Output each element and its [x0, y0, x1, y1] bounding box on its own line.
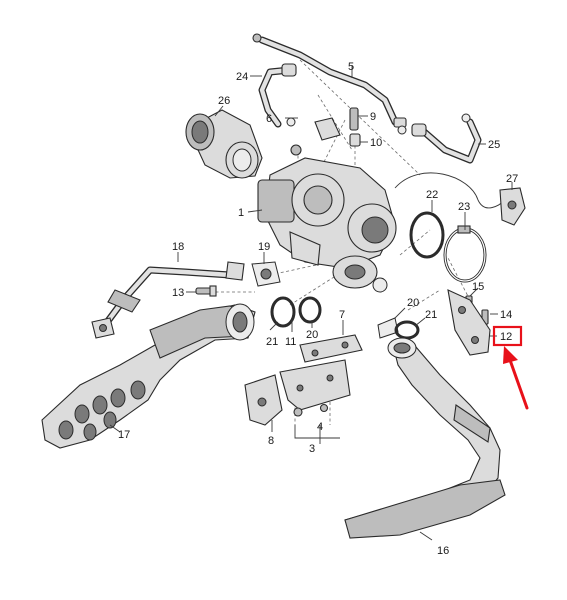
label-8: 8	[268, 435, 274, 447]
label-16: 16	[437, 545, 449, 557]
label-21-right: 21	[425, 309, 437, 321]
coolant-pipe	[411, 113, 482, 164]
small-fittings	[290, 107, 361, 156]
label-27: 27	[506, 173, 518, 185]
highlight-arrow-head	[503, 346, 518, 364]
label-13: 13	[172, 287, 184, 299]
seal-20-left	[298, 296, 322, 324]
oil-return-pipe	[258, 63, 297, 128]
support-bracket	[244, 359, 351, 426]
clamp-21-left	[270, 296, 296, 328]
clamp-21-right	[394, 320, 420, 340]
label-26: 26	[218, 95, 230, 107]
highlight-part-12	[492, 325, 529, 410]
label-19: 19	[258, 241, 270, 253]
air-elbow	[185, 109, 263, 179]
highlight-arrow-shaft	[508, 358, 529, 410]
label-21-left: 21	[266, 336, 278, 348]
bracket-12	[447, 289, 491, 356]
label-4: 4	[317, 421, 323, 433]
bolt-13	[195, 285, 217, 297]
label-12: 12	[500, 331, 512, 343]
highlight-box	[492, 325, 523, 347]
label-1: 1	[238, 207, 244, 219]
label-24: 24	[236, 71, 248, 83]
label-25: 25	[488, 139, 500, 151]
label-5: 5	[348, 61, 354, 73]
label-10: 10	[370, 137, 382, 149]
leader-lines	[109, 66, 513, 541]
label-22: 22	[426, 189, 438, 201]
label-15: 15	[472, 281, 484, 293]
pipe-18	[91, 261, 245, 339]
label-20-left: 20	[306, 329, 318, 341]
label-18: 18	[172, 241, 184, 253]
exhaust-manifold	[41, 303, 256, 449]
label-20-right: 20	[407, 297, 419, 309]
label-23: 23	[458, 201, 470, 213]
seal-20-right	[377, 317, 399, 339]
gasket-19	[251, 261, 281, 287]
turbocharger	[257, 157, 397, 293]
label-14: 14	[500, 309, 512, 321]
label-6: 6	[266, 113, 272, 125]
downpipe	[344, 337, 506, 539]
sensor-with-cable	[394, 172, 526, 226]
part-labels: 1 3 4 5 6 7 8 9 10 11 12 13 14 15 16 17 …	[118, 61, 518, 557]
label-11: 11	[285, 336, 296, 348]
clamp-23	[443, 225, 487, 283]
ring-22	[409, 211, 445, 259]
bracket-7	[299, 334, 363, 363]
label-17: 17	[118, 429, 130, 441]
label-3: 3	[309, 443, 315, 455]
label-9: 9	[370, 111, 376, 123]
label-7: 7	[339, 309, 345, 321]
oil-feed-line	[252, 33, 407, 135]
